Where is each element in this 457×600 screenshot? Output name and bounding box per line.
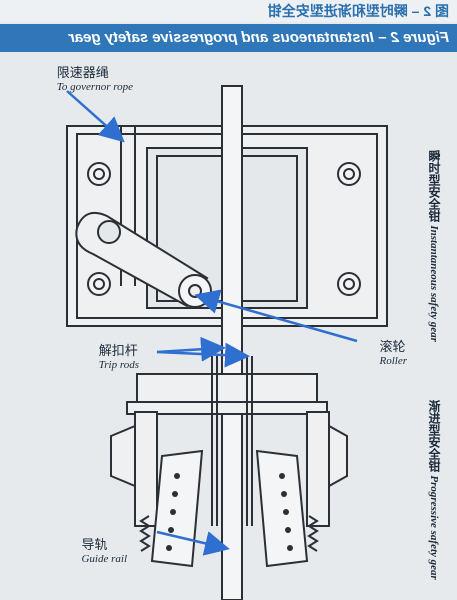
governor-rope-label-zh: 限速器绳 <box>56 65 109 80</box>
trip-rods-label-zh: 解扣杆 <box>98 343 138 358</box>
figure-title: 图 2 – 瞬时型和渐进型安全钳 Figure 2 – Instantaneou… <box>0 0 457 56</box>
figure-title-en: Figure 2 – Instantaneous and progressive… <box>0 24 457 52</box>
guide-rail-label-zh: 导轨 <box>81 537 108 552</box>
wedge-blocks <box>150 449 309 568</box>
roller-label-zh: 滚轮 <box>379 339 406 354</box>
springs <box>139 515 319 552</box>
roller-label-en: Roller <box>379 355 408 367</box>
trip-rods-label-en: Trip rods <box>98 359 139 371</box>
instantaneous-gear-label: 瞬时型安全钳 Instantaneous safety gear <box>426 150 443 350</box>
governor-rope-label-en: To governor rope <box>56 81 133 93</box>
bolt-icon <box>87 162 361 296</box>
guide-rail-label: 导轨 Guide rail <box>81 534 127 565</box>
progressive-gear-label: 渐进型安全钳 Progressive safety gear <box>426 400 443 590</box>
guide-rail <box>221 85 243 600</box>
guide-rail-label-en: Guide rail <box>81 553 127 565</box>
safety-gear-diagram <box>66 85 388 600</box>
progressive-gear-label-zh: 渐进型安全钳 <box>427 400 441 472</box>
instantaneous-gear-label-zh: 瞬时型安全钳 <box>427 150 441 222</box>
roller-label: 滚轮 Roller <box>380 336 408 367</box>
trip-rods <box>211 356 253 526</box>
progressive-gear-assembly <box>110 373 348 527</box>
progressive-gear-label-en: Progressive safety gear <box>428 475 440 580</box>
instantaneous-gear-label-en: Instantaneous safety gear <box>428 225 440 343</box>
trip-rods-label: 解扣杆 Trip rods <box>99 340 139 371</box>
governor-rope-label: 限速器绳 To governor rope <box>57 62 133 93</box>
callout-arrows <box>66 90 358 556</box>
figure-title-zh: 图 2 – 瞬时型和渐进型安全钳 <box>0 0 457 22</box>
wedge-holes <box>166 473 293 551</box>
